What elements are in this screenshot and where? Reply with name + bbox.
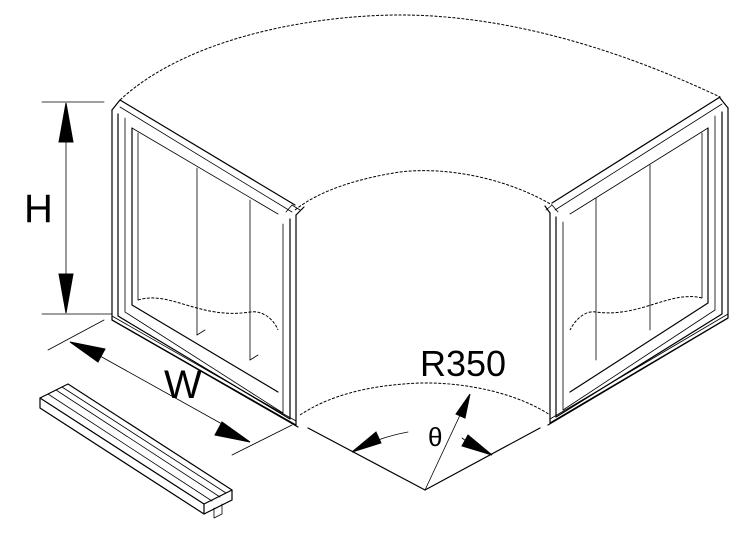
radius-arrow: [455, 393, 471, 419]
height-arrow-bottom: [58, 273, 74, 314]
gasket-strip: [39, 383, 233, 519]
angle-arrow-right: [461, 434, 493, 456]
right-flange: [544, 97, 729, 426]
left-flange: [111, 99, 305, 428]
angle-construction: [307, 393, 541, 491]
angle-label: θ: [428, 422, 442, 452]
angle-arrow-left: [351, 431, 382, 453]
height-label: H: [24, 187, 53, 231]
height-dimension: [41, 101, 113, 315]
width-dimension: [47, 319, 293, 456]
elbow-bottom-surface: [299, 382, 551, 416]
width-arrow-right: [214, 421, 251, 443]
width-arrow-left: [69, 341, 106, 363]
width-label: W: [164, 363, 202, 407]
radius-label: R350: [420, 343, 506, 384]
height-arrow-top: [58, 102, 74, 143]
elbow-top-surface: [119, 14, 723, 213]
